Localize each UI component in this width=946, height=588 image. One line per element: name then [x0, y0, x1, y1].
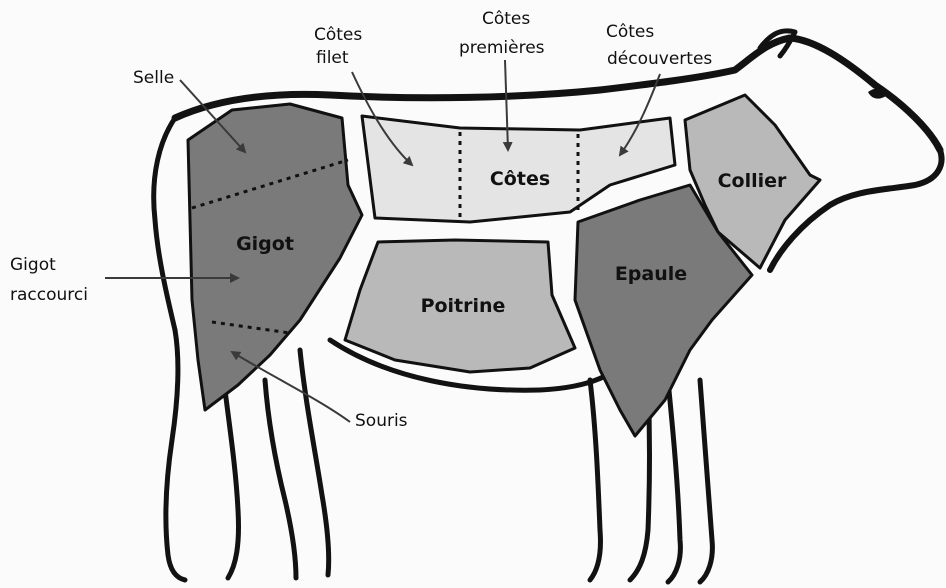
- rump-line: [154, 118, 175, 330]
- callout-cotes-filet-line1: Côtes: [314, 25, 362, 45]
- callout-cotes-decouvertes-line1: Côtes: [606, 22, 654, 42]
- label-poitrine: Poitrine: [421, 295, 506, 317]
- cut-regions: [188, 95, 820, 436]
- callout-cotes-premieres-line1: Côtes: [482, 9, 530, 29]
- callout-souris: Souris: [355, 411, 408, 431]
- cut-gigot: [188, 104, 362, 410]
- callout-cotes-decouvertes-line2: découvertes: [607, 49, 712, 69]
- callout-gigot-raccourci-line1: Gigot: [10, 255, 56, 275]
- arrow-souris: [232, 352, 350, 422]
- label-cotes: Côtes: [490, 168, 550, 190]
- label-gigot: Gigot: [236, 233, 294, 255]
- callout-selle: Selle: [133, 68, 174, 88]
- callout-gigot-raccourci-line2: raccourci: [10, 285, 88, 305]
- callout-cotes-premieres-line2: premières: [459, 38, 545, 58]
- label-collier: Collier: [718, 170, 787, 192]
- label-epaule: Epaule: [615, 263, 687, 285]
- callout-cotes-filet-line2: filet: [316, 48, 349, 68]
